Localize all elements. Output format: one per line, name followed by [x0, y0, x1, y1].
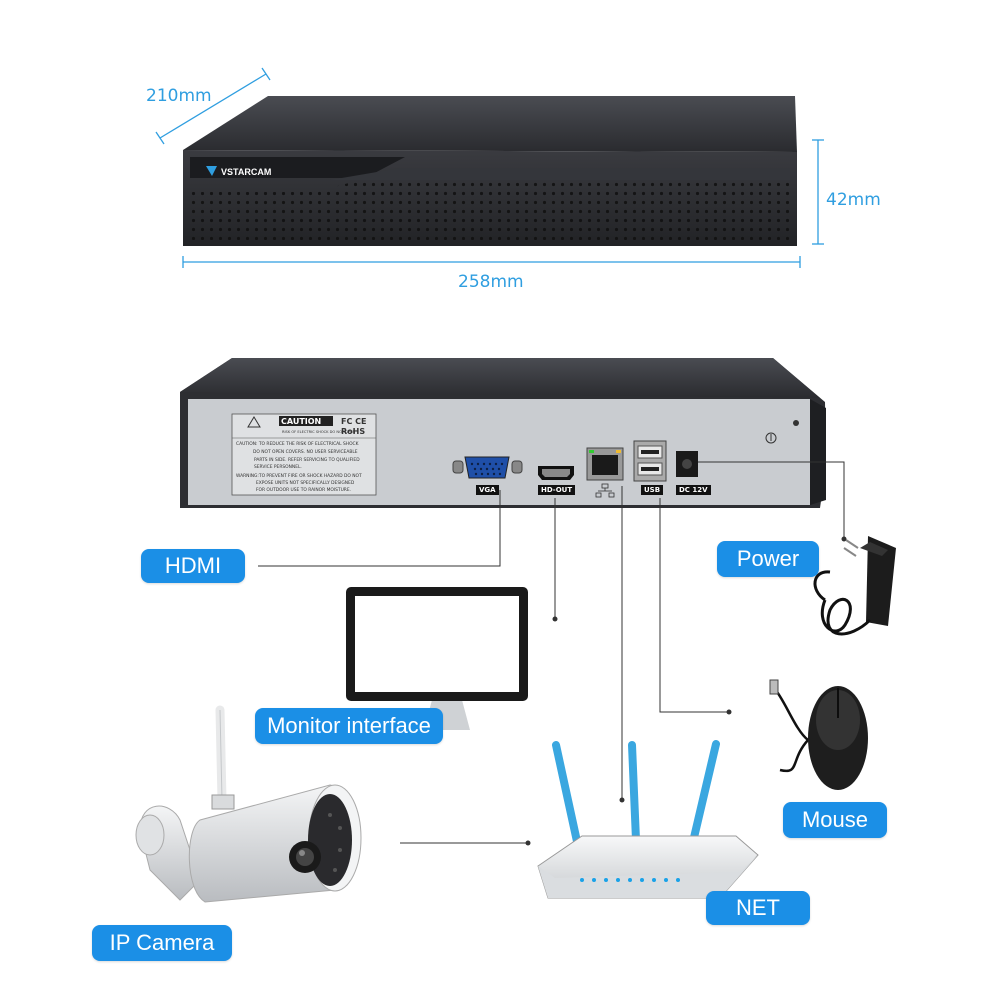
rohs-mark: RoHS: [341, 427, 365, 436]
height-dimension-label: 42mm: [826, 190, 881, 210]
caution-line-6: EXPOSE UNITS NOT SPECIFICALLY DESIGNED: [256, 480, 355, 486]
caution-line-4: SERVICE PERSONNEL.: [254, 464, 302, 470]
usb-port-label: USB: [641, 485, 664, 495]
caution-line-2: DO NOT OPEN COVERS. NO USER SERVICEABLE: [253, 449, 358, 455]
depth-dimension-label: 210mm: [146, 86, 212, 106]
caution-line-1: CAUTION: TO REDUCE THE RISK OF ELECTRICA…: [236, 441, 359, 447]
caution-line-5: WARNING:TO PREVENT FIRE OR SHOCK HAZARD …: [236, 473, 362, 479]
caution-subtitle: RISK OF ELECTRIC SHOCK DO NOT OPEN: [282, 430, 356, 434]
power-adapter-illustration: [813, 536, 896, 636]
power-callout: Power: [717, 541, 819, 577]
brand-logo-text: VSTARCAM: [221, 167, 271, 177]
vga-port-label: VGA: [476, 485, 499, 495]
monitor-interface-callout: Monitor interface: [255, 708, 443, 744]
caution-title: CAUTION: [281, 417, 321, 426]
net-callout: NET: [706, 891, 810, 925]
ip-camera-callout: IP Camera: [92, 925, 232, 961]
hdmi-callout: HDMI: [141, 549, 245, 583]
nvr-front-view: [183, 96, 797, 246]
monitor-illustration: [346, 587, 528, 730]
hdmi-port-label: HD-OUT: [538, 485, 576, 495]
ip-camera-illustration: [135, 705, 362, 903]
connector-lines: [258, 461, 845, 844]
mouse-callout: Mouse: [783, 802, 887, 838]
cert-marks: FC CE: [341, 417, 366, 426]
nvr-rear-view: [180, 358, 826, 508]
mouse-illustration: [769, 679, 868, 790]
caution-line-3: PARTS IN SIDE. REFER SERVICING TO QUALIF…: [254, 457, 360, 463]
caution-line-7: FOR OUTDOOR USE TO RAINOR MOISTURE.: [256, 487, 351, 493]
width-dimension-label: 258mm: [458, 272, 524, 292]
dimension-lines: [155, 67, 824, 268]
router-illustration: [537, 740, 759, 899]
dc-port-label: DC 12V: [676, 485, 711, 495]
